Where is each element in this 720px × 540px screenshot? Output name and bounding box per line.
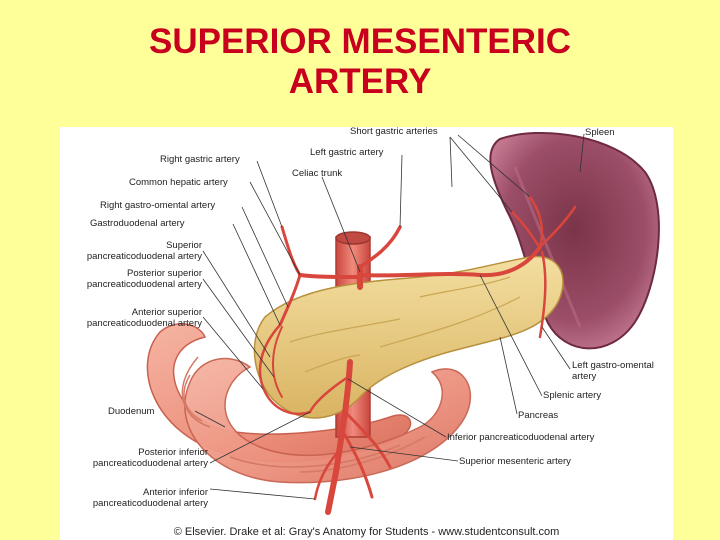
figure-copyright: © Elsevier. Drake et al: Gray's Anatomy … [173, 526, 560, 538]
label-anterior-superior-pd-artery: Anterior superior pancreaticoduodenal ar… [86, 307, 202, 329]
label-superior-pd-artery: Superior pancreaticoduodenal artery [86, 240, 202, 262]
label-short-gastric-arteries: Short gastric arteries [350, 127, 438, 137]
arteries [258, 195, 577, 515]
slide-title: SUPERIOR MESENTERIC ARTERY [0, 22, 720, 102]
anatomy-illustration [146, 131, 660, 515]
label-common-hepatic-artery: Common hepatic artery [129, 177, 228, 188]
label-anterior-inferior-pd-artery: Anterior inferior pancreaticoduodenal ar… [92, 487, 208, 509]
duodenum [146, 323, 471, 484]
label-pancreas: Pancreas [518, 410, 559, 421]
label-right-gastro-omental-artery: Right gastro-omental artery [100, 200, 216, 211]
label-gastroduodenal-artery: Gastroduodenal artery [90, 218, 185, 229]
label-right-gastric-artery: Right gastric artery [160, 154, 240, 165]
title-line-1: SUPERIOR MESENTERIC [149, 22, 571, 61]
label-inferior-pd-artery: Inferior pancreaticoduodenal artery [447, 432, 595, 443]
label-celiac-trunk: Celiac trunk [292, 168, 343, 179]
label-left-gastro-omental-artery: Left gastro-omental artery [572, 360, 654, 382]
label-splenic-artery: Splenic artery [543, 390, 602, 401]
label-duodenum: Duodenum [108, 406, 155, 417]
anatomy-figure: Short gastric arteries Spleen Right gast… [60, 127, 673, 540]
title-line-2: ARTERY [288, 62, 432, 101]
leader-lines [194, 133, 585, 500]
pancreas [253, 255, 564, 419]
label-posterior-superior-pd-artery: Posterior superior pancreaticoduodenal a… [86, 268, 202, 290]
spleen [489, 131, 660, 350]
label-posterior-inferior-pd-artery: Posterior inferior pancreaticoduodenal a… [92, 447, 208, 469]
label-spleen: Spleen [585, 127, 615, 138]
label-left-gastric-artery: Left gastric artery [310, 147, 384, 158]
label-superior-mesenteric-artery: Superior mesenteric artery [459, 456, 571, 467]
